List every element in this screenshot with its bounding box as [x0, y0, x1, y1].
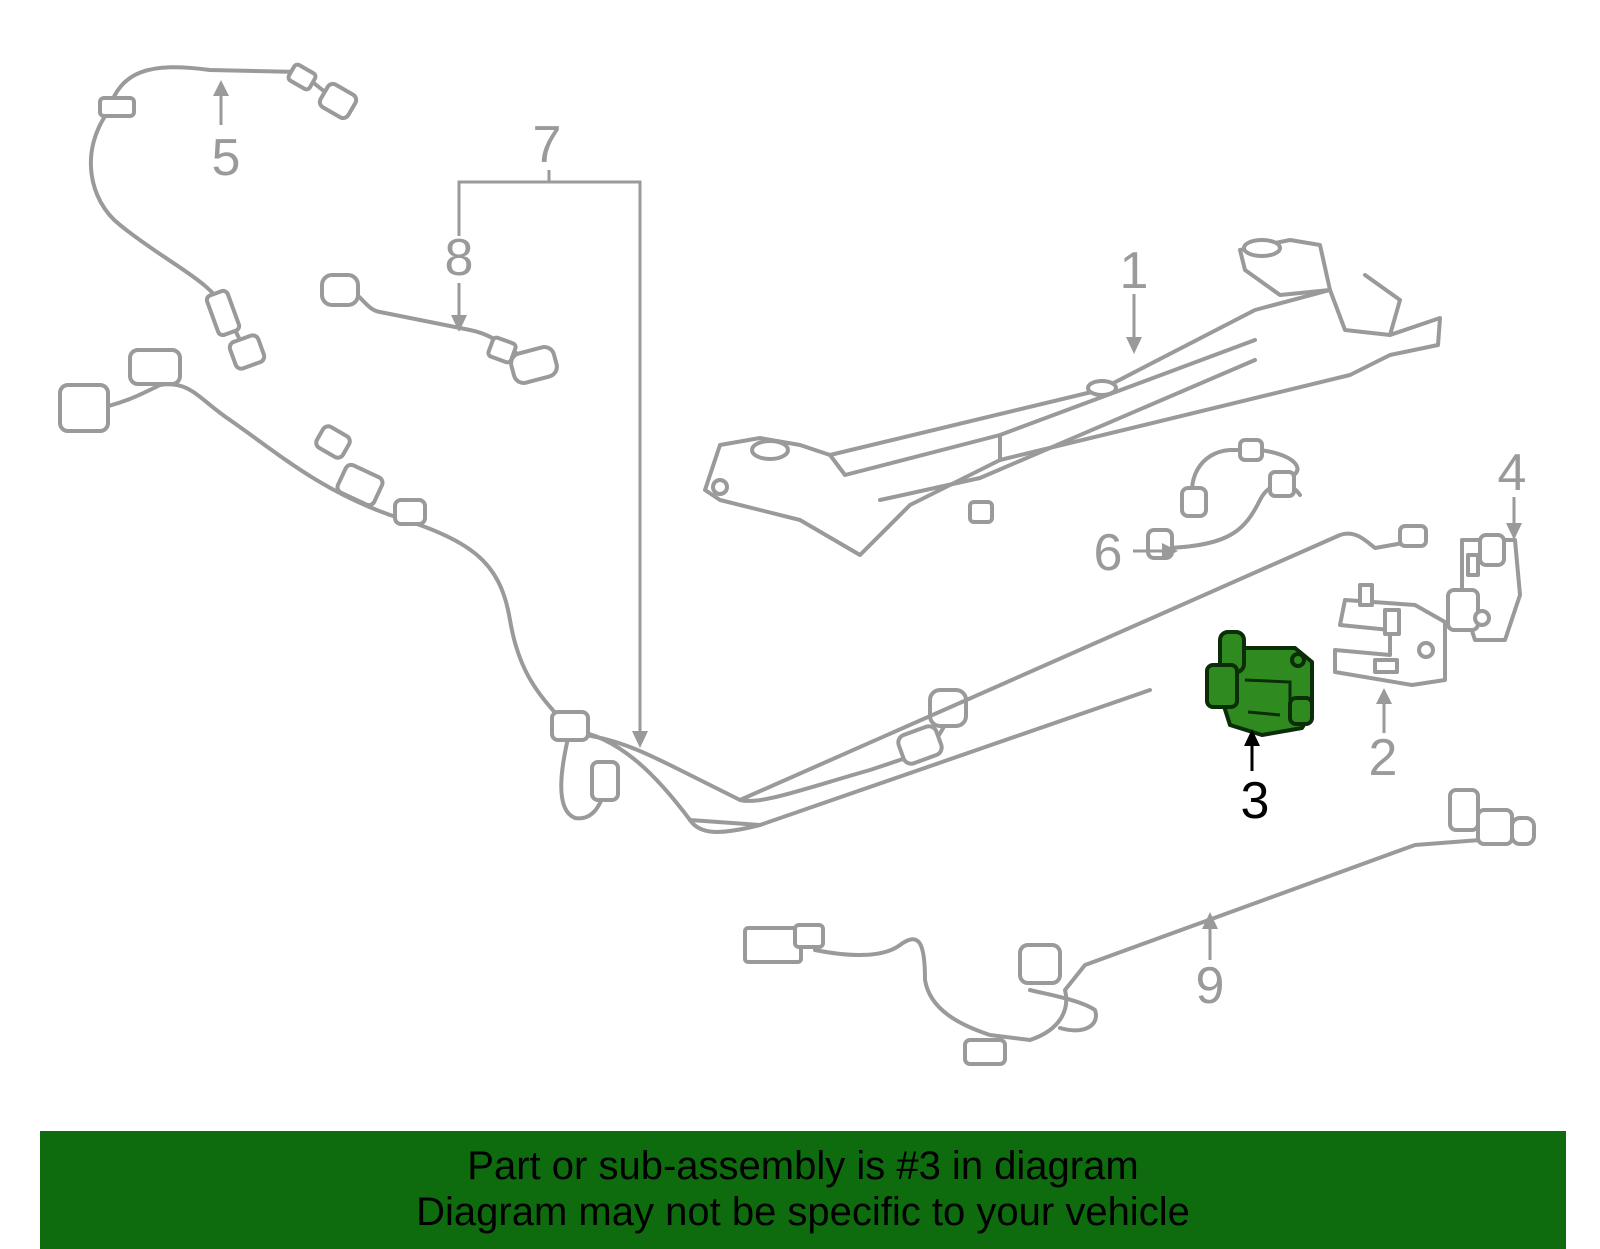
callout-4: 4 [1498, 444, 1527, 502]
part-8-hose[interactable] [320, 273, 559, 385]
part-1-canister[interactable] [703, 238, 1442, 557]
part-3-purge-valve-highlighted[interactable] [1205, 630, 1314, 737]
info-banner: Part or sub-assembly is #3 in diagram Di… [40, 1131, 1566, 1249]
part-7-hose-assembly[interactable] [58, 348, 968, 834]
part-4-valve[interactable] [1446, 533, 1522, 642]
banner-line-2: Diagram may not be specific to your vehi… [416, 1190, 1190, 1234]
leader-8 [451, 283, 467, 332]
part-9-harness[interactable] [743, 788, 1536, 1066]
banner-line-1: Part or sub-assembly is #3 in diagram [467, 1144, 1139, 1188]
leader-1 [1126, 294, 1142, 354]
leader-9 [1202, 912, 1218, 960]
leader-2 [1376, 688, 1392, 733]
leader-7-bracket [457, 170, 648, 748]
leader-4 [1506, 497, 1522, 540]
part-6-harness[interactable] [1146, 438, 1302, 560]
leader-3 [1244, 729, 1260, 771]
callout-6: 6 [1094, 524, 1123, 582]
callout-2: 2 [1369, 729, 1398, 787]
leader-5 [213, 80, 229, 125]
callout-9: 9 [1196, 957, 1225, 1015]
callout-3: 3 [1241, 772, 1270, 830]
callout-1: 1 [1120, 242, 1149, 300]
callout-8: 8 [445, 229, 474, 287]
callout-7: 7 [533, 116, 562, 174]
part-5-hose[interactable] [88, 62, 359, 371]
part-7-long-tube[interactable] [688, 524, 1428, 827]
part-2-bracket[interactable] [1333, 583, 1447, 687]
leader-6 [1133, 543, 1178, 559]
callout-5: 5 [212, 129, 241, 187]
